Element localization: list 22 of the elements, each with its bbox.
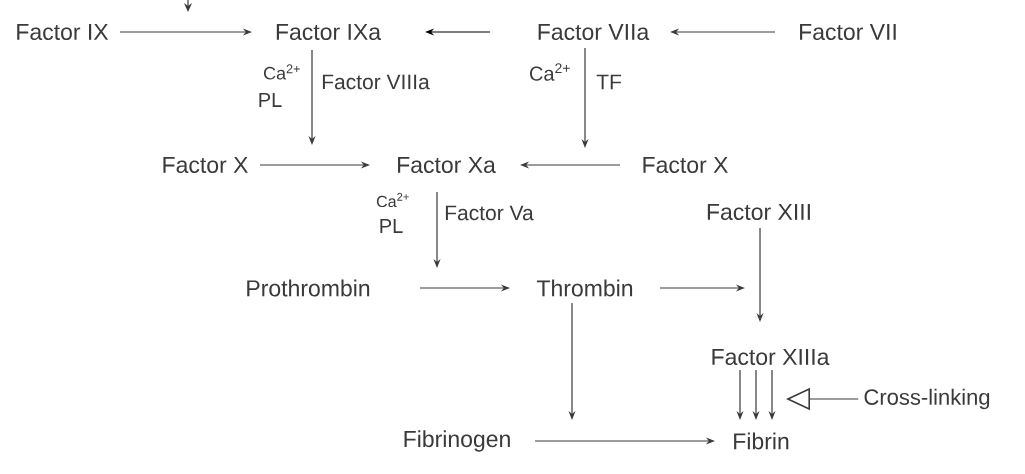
factor-label: Prothrombin [247,279,370,297]
cofactor-label: Ca$^{2+}$ [264,64,300,80]
factor-label: Fibrinogen [404,430,510,452]
cofactor-label: PL [259,93,282,107]
factor-label: Factor VII [800,23,896,40]
factor-label: Fibrin [734,432,789,450]
edge-label: TF [596,74,621,90]
factor-label: Factor IX [17,23,109,40]
factor-label: Thrombin [536,279,633,297]
cofactor-label: Ca$^{2+}$ [530,63,570,81]
cofactor-label: Ca$^{2+}$ [376,192,409,208]
factor-label: Factor X [163,156,248,173]
factor-label: Factor XIIIa [712,348,830,365]
factor-label: Factor XIII [707,203,810,220]
edge-label: Factor VIIIa [322,74,430,90]
edge-label: Factor Va [445,205,534,221]
factor-label: Factor X [643,156,728,173]
factor-label: Factor Xa [398,156,496,173]
factor-label: Cross-linking [864,388,990,410]
cofactor-label: PL [380,219,403,233]
factor-label: Factor VIIa [538,23,650,40]
factor-label: Factor IXa [276,23,382,40]
